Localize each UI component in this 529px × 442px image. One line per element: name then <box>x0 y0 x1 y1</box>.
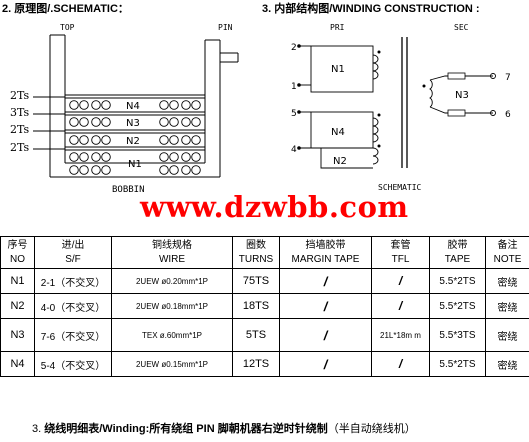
cell-margin-tape: / <box>279 293 372 319</box>
bobbin-winding-n3: N3 <box>126 118 140 129</box>
table-row: N4 5-4（不交叉） 2UEW ø0.15mm*1P 12TS / / 5.5… <box>0 351 529 377</box>
cell-note: 密绕 <box>485 351 529 377</box>
cell-turns: 75TS <box>232 268 280 294</box>
schematic-winding-n2: N2 <box>333 156 347 167</box>
cell-note: 密绕 <box>485 318 529 352</box>
cell-tape: 5.5*3TS <box>429 318 486 352</box>
pin-label: 7 <box>505 73 511 83</box>
cell-wire: 2UEW ø0.18mm*1P <box>111 293 233 319</box>
cell-turns: 18TS <box>232 293 280 319</box>
bobbin-top-label: TOP <box>60 23 75 32</box>
bobbin-winding-n1: N1 <box>128 159 142 170</box>
pin-label: 1 <box>291 82 297 92</box>
winding-instruction: 3. 绕线明细表/Winding:所有绕组 PIN 脚朝机器右逆时针绕制（半自动… <box>32 420 416 436</box>
schematic-winding-n3: N3 <box>455 90 469 101</box>
cell-margin-tape: / <box>279 351 372 377</box>
table-row: N1 2-1（不交叉） 2UEW ø0.20mm*1P 75TS / / 5.5… <box>0 268 529 294</box>
transformer-diagram: TOP PIN BOBBIN 2Ts 3Ts 2Ts 2Ts N4 N3 N2 … <box>10 23 511 195</box>
cell-tfl: / <box>371 351 430 377</box>
cell-wire: 2UEW ø0.15mm*1P <box>111 351 233 377</box>
pin-label: 4 <box>291 145 297 155</box>
table-row: N2 4-0（不交叉） 2UEW ø0.18mm*1P 18TS / / 5.5… <box>0 293 529 319</box>
layer-turns-label: 2Ts <box>10 123 30 136</box>
cell-sf: 4-0（不交叉） <box>34 293 112 319</box>
schematic-winding-n1: N1 <box>331 64 345 75</box>
instruction-bold: 绕线明细表/Winding:所有绕组 PIN 脚朝机器右逆时针绕制 <box>44 423 328 435</box>
cell-turns: 5TS <box>232 318 280 352</box>
cell-tape: 5.5*2TS <box>429 268 486 294</box>
pin-label: 6 <box>505 110 511 120</box>
cell-tape: 5.5*2TS <box>429 293 486 319</box>
bobbin-pin-label: PIN <box>218 23 233 32</box>
table-row: N3 7-6（不交叉） TEX ø.60mm*1P 5TS / 21L*18m … <box>0 318 529 352</box>
winding-construction-title: 3. 内部结构图/WINDING CONSTRUCTION : <box>262 3 480 15</box>
cell-turns: 12TS <box>232 351 280 377</box>
instruction-number: 3. <box>32 423 42 435</box>
cell-tfl: / <box>371 293 430 319</box>
bobbin-winding-n4: N4 <box>126 101 140 112</box>
pin-label: 5 <box>291 109 297 119</box>
layer-turns-label: 2Ts <box>10 89 30 102</box>
instruction-note: （半自动绕线机） <box>327 423 416 435</box>
cell-wire: 2UEW ø0.20mm*1P <box>111 268 233 294</box>
cell-no: N3 <box>0 318 35 352</box>
sec-label: SEC <box>454 23 469 32</box>
cell-note: 密绕 <box>485 268 529 294</box>
cell-no: N1 <box>0 268 35 294</box>
cell-tape: 5.5*2TS <box>429 351 486 377</box>
cell-tfl: 21L*18m m <box>371 318 430 352</box>
cell-sf: 7-6（不交叉） <box>34 318 112 352</box>
pri-label: PRI <box>330 23 345 32</box>
layer-turns-label: 3Ts <box>10 106 30 119</box>
layer-turns-label: 2Ts <box>10 141 30 154</box>
cell-sf: 2-1（不交叉） <box>34 268 112 294</box>
cell-tfl: / <box>371 268 430 294</box>
cell-no: N2 <box>0 293 35 319</box>
transformer-schematic: PRI SEC 2 1 N1 5 N4 4 N2 <box>291 23 511 192</box>
schematic-winding-n4: N4 <box>331 127 345 138</box>
pin-label: 2 <box>291 43 297 53</box>
schematic-section-title: 2. 原理图/.SCHEMATIC： <box>2 3 129 15</box>
cell-sf: 5-4（不交叉） <box>34 351 112 377</box>
bobbin-label: BOBBIN <box>112 185 145 195</box>
cell-wire: TEX ø.60mm*1P <box>111 318 233 352</box>
cell-margin-tape: / <box>279 268 372 294</box>
bobbin-winding-n2: N2 <box>126 136 140 147</box>
watermark-text: www.dzwbb.com <box>140 190 409 224</box>
cell-margin-tape: / <box>279 318 372 352</box>
cell-no: N4 <box>0 351 35 377</box>
schematic-caption: SCHEMATIC <box>378 183 422 192</box>
cell-note: 密绕 <box>485 293 529 319</box>
bobbin-cross-section: TOP PIN BOBBIN 2Ts 3Ts 2Ts 2Ts N4 N3 N2 … <box>10 23 239 195</box>
